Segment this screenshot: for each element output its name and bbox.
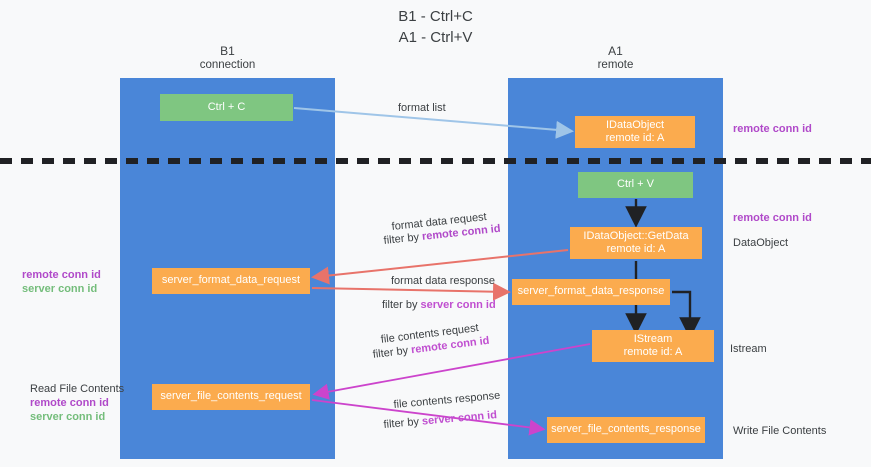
annotation-read-file-contents: Read File Contents <box>30 383 125 395</box>
node-server-format-data-response[interactable]: server_format_data_response <box>512 279 670 305</box>
node-server-file-contents-request[interactable]: server_file_contents_request <box>152 384 310 410</box>
node-getdata-line1: IDataObject::GetData <box>583 229 689 242</box>
edge-label-format-data-response-filter: filter by server conn id <box>382 298 496 313</box>
node-istream[interactable]: IStream remote id: A <box>592 330 714 362</box>
filter-key-server-conn-id: server conn id <box>421 409 498 428</box>
node-getdata-line2: remote id: A <box>606 243 666 255</box>
filter-prefix: filter by <box>372 344 412 361</box>
annotation-left-server-conn-id-2: server conn id <box>30 411 106 423</box>
node-server-format-data-request[interactable]: server_format_data_request <box>152 268 310 294</box>
node-ctrl-c[interactable]: Ctrl + C <box>160 94 293 121</box>
annotation-left-server-conn-id: server conn id <box>22 283 98 295</box>
column-header-a1-name: A1 <box>608 44 623 58</box>
node-idataobject-line1: IDataObject <box>605 118 665 131</box>
annotation-left-conn-ids-lower: Read File Contents remote conn id server… <box>30 382 124 424</box>
node-ctrl-v-label: Ctrl + V <box>617 178 654 191</box>
node-server-format-data-response-label: server_format_data_response <box>517 285 665 298</box>
node-server-file-contents-request-label: server_file_contents_request <box>160 390 302 403</box>
filter-key-server-conn-id: server conn id <box>420 299 496 311</box>
node-idataobject-getdata[interactable]: IDataObject::GetData remote id: A <box>570 227 702 259</box>
node-server-file-contents-response-label: server_file_contents_response <box>551 423 701 436</box>
column-header-b1-name: B1 <box>220 44 235 58</box>
page-title-line2: A1 - Ctrl+V <box>398 29 473 46</box>
annotation-left-remote-conn-id-2: remote conn id <box>30 397 109 409</box>
annotation-left-conn-ids-upper: remote conn id server conn id <box>22 268 101 296</box>
node-server-file-contents-response[interactable]: server_file_contents_response <box>547 417 705 443</box>
annotation-remote-conn-id-mid: remote conn id <box>733 212 812 224</box>
node-istream-line2: remote id: A <box>623 346 683 358</box>
node-idataobject-line2: remote id: A <box>605 132 665 144</box>
node-ctrl-c-label: Ctrl + C <box>207 100 246 113</box>
annotation-dataobject: DataObject <box>733 237 789 249</box>
annotation-istream: Istream <box>730 343 767 355</box>
column-header-a1-role: remote <box>597 59 634 71</box>
column-header-a1: A1 remote <box>508 44 723 72</box>
filter-prefix: filter by <box>382 299 421 311</box>
annotation-remote-conn-id-top: remote conn id <box>733 123 812 135</box>
edge-label-format-data-response: format data response <box>391 275 495 287</box>
node-server-format-data-request-label: server_format_data_request <box>161 274 301 287</box>
filter-prefix: filter by <box>383 230 423 247</box>
node-idataobject[interactable]: IDataObject remote id: A <box>575 116 695 148</box>
annotation-write-file-contents: Write File Contents <box>733 425 827 437</box>
page-title: B1 - Ctrl+C A1 - Ctrl+V <box>0 6 871 48</box>
column-header-b1: B1 connection <box>120 44 335 72</box>
node-ctrl-v[interactable]: Ctrl + V <box>578 172 693 198</box>
column-header-b1-role: connection <box>199 59 256 71</box>
filter-prefix: filter by <box>383 415 423 431</box>
annotation-left-remote-conn-id: remote conn id <box>22 269 101 281</box>
edge-label-format-list: format list <box>398 102 446 114</box>
node-istream-line1: IStream <box>633 332 673 345</box>
page-title-line1: B1 - Ctrl+C <box>398 8 473 25</box>
